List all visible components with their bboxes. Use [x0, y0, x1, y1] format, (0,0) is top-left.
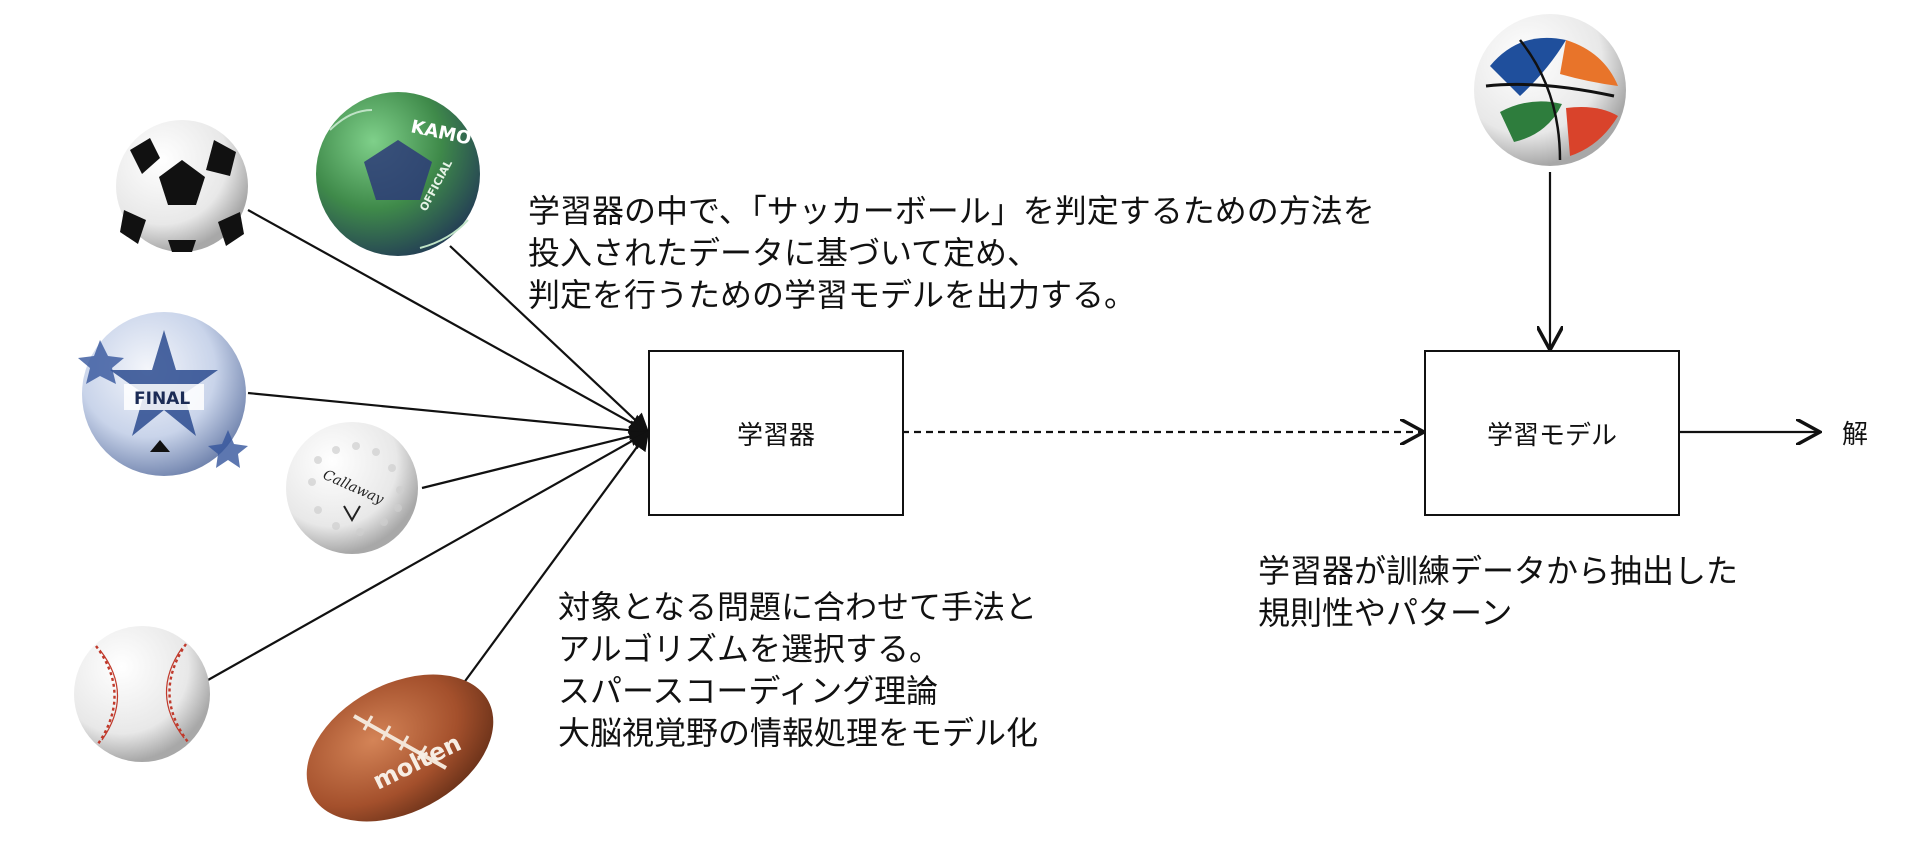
baseball-icon: [74, 626, 210, 762]
line-baseball: [207, 431, 650, 681]
brazuca-ball-icon: [1474, 14, 1626, 166]
note-bottom: 対象となる問題に合わせて手法と アルゴリズムを選択する。 スパースコーディング理…: [558, 586, 1038, 754]
learning-model-box: 学習モデル: [1424, 350, 1680, 516]
line-final-ball: [247, 391, 650, 441]
note-bottom-line-4: 大脳視覚野の情報処理をモデル化: [558, 714, 1039, 752]
note-bottom-line-3: スパースコーディング理論: [558, 672, 939, 710]
line-soccer-ball: [247, 209, 650, 433]
note-right-line-1: 学習器が訓練データから抽出した: [1258, 552, 1739, 590]
note-right-line-2: 規則性やパターン: [1258, 594, 1513, 632]
note-right: 学習器が訓練データから抽出した 規則性やパターン: [1258, 550, 1738, 634]
note-top-line-1: 学習器の中で、「サッカーボール」を判定するための方法を: [528, 192, 1375, 230]
learning-model-label: 学習モデル: [1486, 420, 1617, 451]
line-football: [459, 430, 650, 689]
input-lines: [207, 209, 650, 689]
note-bottom-line-2: アルゴリズムを選択する。: [558, 630, 942, 668]
note-top: 学習器の中で、「サッカーボール」を判定するための方法を 投入されたデータに基づい…: [528, 190, 1375, 316]
learner-label: 学習器: [736, 420, 815, 451]
golf-ball-icon: Callaway: [286, 422, 418, 554]
note-top-line-2: 投入されたデータに基づいて定め、: [528, 234, 1040, 272]
line-green-ball: [449, 245, 650, 434]
final-ball-logo: FINAL: [134, 389, 190, 409]
solution-label: 解: [1842, 420, 1869, 450]
note-top-line-3: 判定を行うための学習モデルを出力する。: [528, 276, 1137, 314]
football-icon: molten: [306, 674, 494, 822]
learner-box: 学習器: [648, 350, 904, 516]
line-golf-ball: [421, 426, 650, 490]
soccer-ball-icon: [116, 120, 248, 252]
green-ball-icon: KAMO OFFICIAL: [316, 92, 480, 256]
note-bottom-line-1: 対象となる問題に合わせて手法と: [558, 588, 1038, 626]
final-ball-icon: FINAL: [78, 312, 248, 476]
